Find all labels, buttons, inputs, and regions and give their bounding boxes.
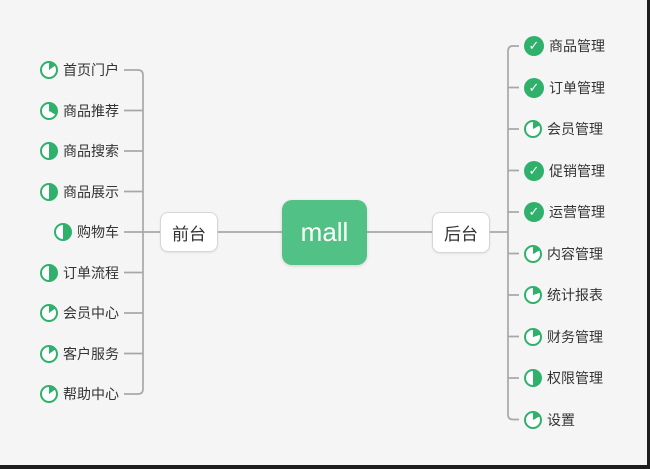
task-complete-check-icon: ✓ [524, 160, 544, 181]
task-progress-pie-icon [40, 385, 58, 403]
item-label: 会员中心 [63, 305, 119, 321]
mindmap-item[interactable]: 设置 [524, 409, 575, 431]
item-label: 商品搜索 [63, 143, 119, 159]
mindmap-item[interactable]: 会员管理 [524, 118, 603, 140]
task-progress-pie-icon [524, 244, 542, 263]
item-label: 首页门户 [63, 62, 119, 78]
task-progress-pie-icon [524, 410, 542, 429]
task-complete-check-icon: ✓ [524, 77, 544, 98]
item-label: 运营管理 [549, 204, 605, 220]
item-label: 商品管理 [549, 38, 605, 54]
item-label: 商品推荐 [63, 102, 119, 119]
mindmap-item[interactable]: 客户服务 [40, 343, 119, 365]
item-label: 帮助中心 [63, 386, 119, 402]
item-label: 客户服务 [63, 345, 119, 362]
task-progress-pie-icon [524, 286, 542, 304]
item-label: 订单管理 [549, 79, 605, 96]
item-label: 权限管理 [547, 370, 603, 386]
task-complete-check-icon: ✓ [524, 36, 544, 56]
mindmap-item[interactable]: 商品展示 [40, 181, 119, 203]
item-label: 购物车 [77, 224, 119, 240]
item-label: 促销管理 [549, 162, 605, 179]
branch-node-back[interactable]: 后台 [432, 212, 490, 253]
item-label: 会员管理 [547, 121, 603, 137]
task-progress-pie-icon [524, 120, 542, 138]
mindmap-item[interactable]: ✓ 订单管理 [524, 77, 605, 99]
mindmap-item[interactable]: 权限管理 [524, 367, 603, 389]
mindmap-item[interactable]: 购物车 [54, 221, 119, 243]
item-label: 内容管理 [547, 245, 603, 262]
task-complete-check-icon: ✓ [524, 202, 544, 222]
task-progress-pie-icon [40, 304, 58, 322]
mindmap-item[interactable]: ✓ 促销管理 [524, 160, 605, 182]
mindmap-item[interactable]: ✓ 运营管理 [524, 201, 605, 223]
task-progress-pie-icon [40, 182, 58, 201]
task-progress-pie-icon [524, 369, 542, 387]
item-label: 统计报表 [547, 287, 603, 303]
task-progress-pie-icon [40, 344, 58, 363]
mindmap-item[interactable]: 商品搜索 [40, 140, 119, 162]
task-progress-pie-icon [40, 61, 58, 79]
mindmap-item[interactable]: 会员中心 [40, 302, 119, 324]
item-label: 订单流程 [63, 264, 119, 281]
mindmap-item[interactable]: 财务管理 [524, 326, 603, 348]
mindmap-item[interactable]: 订单流程 [40, 262, 119, 284]
task-progress-pie-icon [40, 142, 58, 160]
root-node-mall[interactable]: mall [282, 200, 367, 265]
mindmap-item[interactable]: 帮助中心 [40, 383, 119, 405]
item-label: 财务管理 [547, 328, 603, 345]
branch-node-front[interactable]: 前台 [160, 212, 218, 252]
task-progress-pie-icon [40, 263, 58, 282]
item-label: 设置 [547, 411, 575, 428]
task-progress-pie-icon [40, 101, 58, 120]
mindmap-item[interactable]: ✓ 商品管理 [524, 35, 605, 57]
mindmap-item[interactable]: 统计报表 [524, 284, 603, 306]
mindmap-item[interactable]: 内容管理 [524, 243, 603, 265]
mindmap-item[interactable]: 商品推荐 [40, 100, 119, 122]
task-progress-pie-icon [54, 223, 72, 241]
task-progress-pie-icon [524, 327, 542, 346]
mindmap-item[interactable]: 首页门户 [40, 59, 119, 81]
item-label: 商品展示 [63, 183, 119, 200]
